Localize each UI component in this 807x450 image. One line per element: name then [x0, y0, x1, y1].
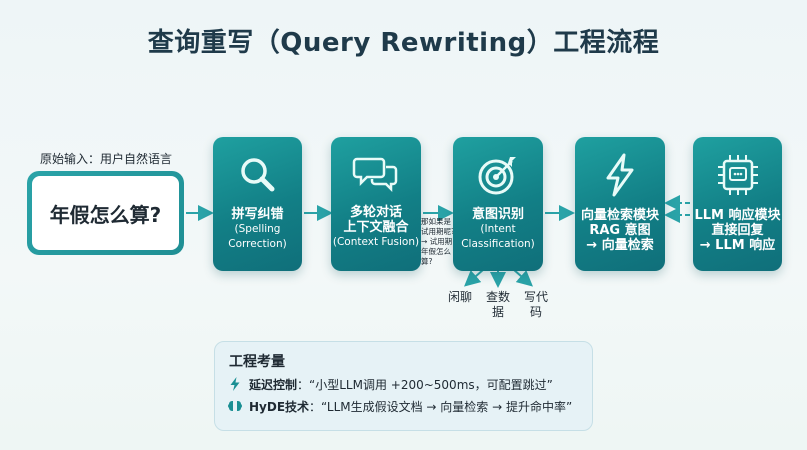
user-input-box: 年假怎么算?: [27, 171, 184, 255]
step-title: 向量检索模块 RAG 意图 → 向量检索: [580, 208, 659, 253]
user-input-text: 年假怎么算?: [32, 176, 179, 250]
brain-icon: [228, 401, 242, 411]
page-title: 查询重写（Query Rewriting）工程流程: [147, 28, 660, 58]
step-title: 多轮对话 上下文融合: [343, 205, 409, 235]
panel-title: 工程考量: [229, 354, 285, 370]
input-label: 原始输入：用户自然语言: [40, 152, 173, 166]
engineering-considerations-panel: 工程考量 延迟控制 ：“小型LLM调用 +200~500ms，可配置跳过” Hy…: [214, 341, 593, 431]
chat-bubbles-icon: [352, 157, 398, 193]
step-subtitle: (Spelling Correction): [228, 223, 287, 250]
chip-icon: [717, 155, 758, 195]
step-vector-retrieval: 向量检索模块 RAG 意图 → 向量检索: [575, 137, 665, 271]
step-spelling-correction: 拼写纠错 (Spelling Correction): [213, 137, 302, 271]
row-label: HyDE技术: [249, 399, 310, 414]
step-subtitle: (Intent Classification): [461, 223, 535, 250]
step-title: 拼写纠错: [231, 207, 284, 222]
step-title: 意图识别: [471, 207, 524, 222]
step-context-fusion: 多轮对话 上下文融合 (Context Fusion): [331, 137, 421, 271]
row-text: ：“LLM生成假设文档 → 向量检索 → 提升命中率”: [309, 399, 573, 414]
fusion-example-note: 那如果是试用期呢? → 试用期年假怎么算?: [421, 217, 455, 266]
branch-query-data: 查数据: [485, 290, 510, 319]
step-title: LLM 响应模块 直接回复 → LLM 响应: [694, 208, 781, 253]
row-label: 延迟控制: [249, 377, 298, 392]
target-icon: [478, 157, 516, 195]
latency-control-row: 延迟控制 ：“小型LLM调用 +200~500ms，可配置跳过”: [227, 374, 553, 394]
branch-write-code: 写代码: [523, 290, 548, 319]
step-subtitle: (Context Fusion): [332, 236, 420, 248]
magnifier-icon: [240, 158, 274, 192]
step-llm-response: LLM 响应模块 直接回复 → LLM 响应: [693, 137, 782, 271]
lightning-icon: [230, 377, 240, 391]
lightning-icon: [606, 153, 634, 197]
branch-chat: 闲聊: [447, 290, 472, 304]
hyde-row: HyDE技术 ：“LLM生成假设文档 → 向量检索 → 提升命中率”: [227, 396, 572, 416]
row-text: ：“小型LLM调用 +200~500ms，可配置跳过”: [297, 377, 553, 392]
step-intent-classification: 意图识别 (Intent Classification): [453, 137, 543, 271]
